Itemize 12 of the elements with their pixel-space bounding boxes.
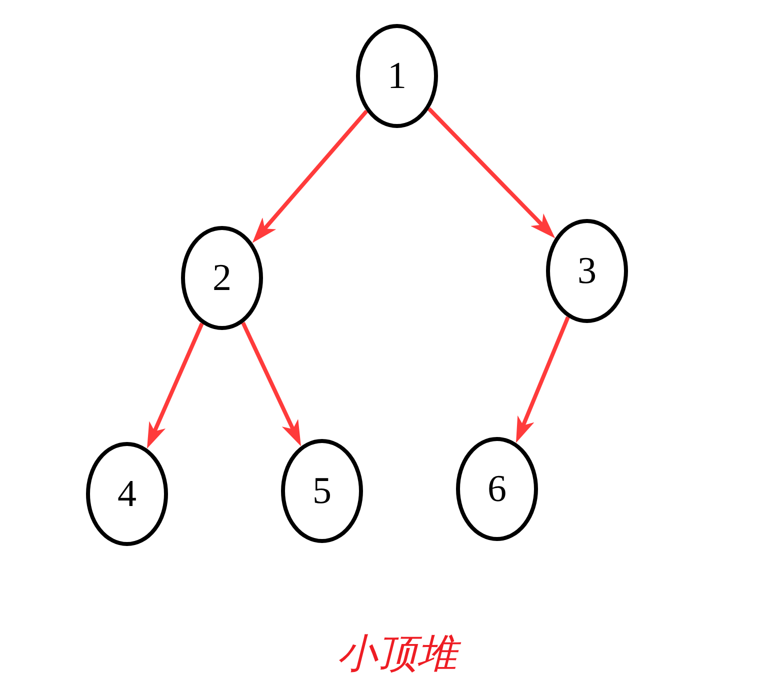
tree-node: 4 — [86, 442, 168, 546]
arrow — [241, 322, 303, 448]
tree-node: 3 — [546, 219, 628, 323]
caption: 小顶堆 — [297, 632, 497, 676]
tree-node: 5 — [281, 439, 363, 543]
arrow — [145, 322, 204, 450]
arrow — [250, 110, 368, 244]
tree-node: 6 — [456, 437, 538, 541]
arrow — [514, 316, 570, 444]
arrow — [427, 107, 557, 240]
tree-node: 1 — [356, 24, 438, 128]
tree-node: 2 — [181, 226, 263, 330]
